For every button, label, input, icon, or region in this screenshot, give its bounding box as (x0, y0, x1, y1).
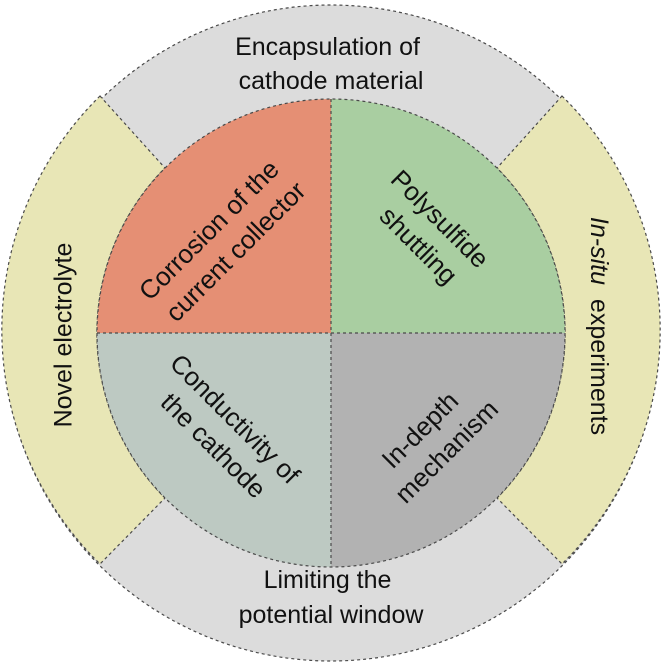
outer-label-top-line2: cathode material (239, 67, 424, 95)
quadrant-corrosion (97, 99, 331, 333)
quadrant-polysulfide (331, 99, 565, 333)
quadrant-conductivity (97, 333, 331, 567)
outer-label-right: In-situ experiments (585, 217, 613, 435)
outer-segment-right (496, 95, 661, 565)
outer-label-left: Novel electrolyte (50, 243, 78, 428)
outer-label-bottom-line1: Limiting the (264, 566, 392, 594)
outer-label-right-rest: experiments (585, 292, 613, 435)
outer-label-top-line1: Encapsulation of (235, 33, 420, 61)
outer-label-top: Encapsulation of cathode material (235, 33, 427, 95)
outer-segment-left (1, 95, 166, 565)
outer-label-right-italic: In-situ (585, 217, 613, 285)
outer-label-bottom: Limiting the potential window (239, 566, 425, 629)
outer-label-bottom-line2: potential window (239, 601, 425, 629)
quadrant-mechanism (331, 333, 565, 567)
